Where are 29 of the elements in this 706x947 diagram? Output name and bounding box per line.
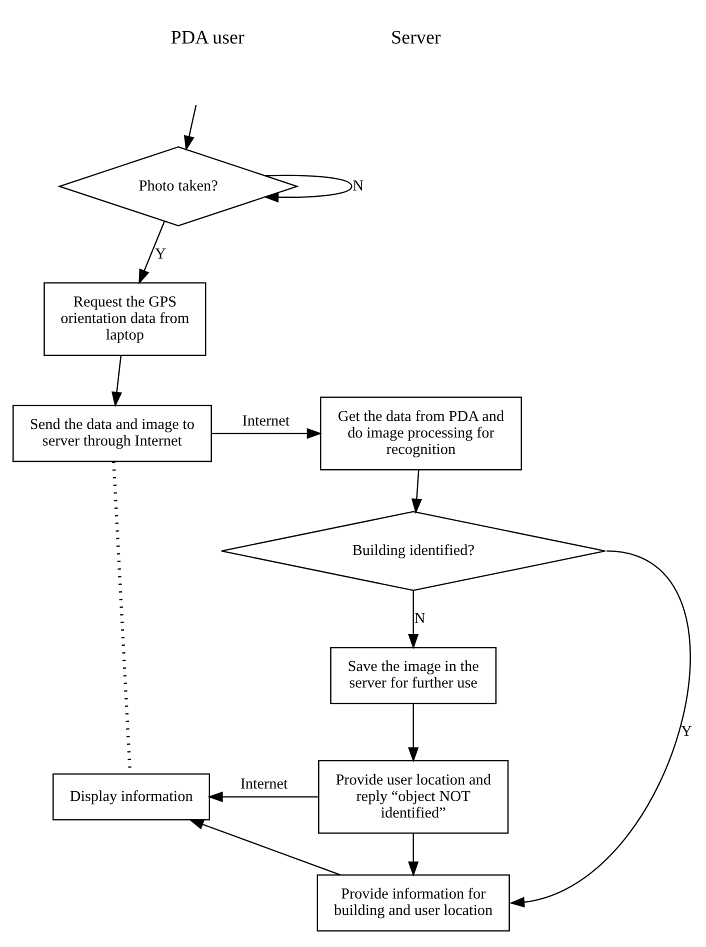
node-box: Provide user location and reply “object NOT identified” <box>318 760 509 834</box>
node-box: Send the data and image to server through Internet <box>12 404 212 462</box>
label: Server <box>391 27 441 48</box>
arrow <box>212 428 322 439</box>
arrow <box>408 590 419 650</box>
node-diamond: Building identified? <box>220 510 606 592</box>
edge-label: Internet <box>240 776 288 793</box>
arrow <box>138 221 165 285</box>
edge-label: Internet <box>242 412 290 430</box>
node-diamond: Photo taken? <box>57 146 300 226</box>
arrow <box>208 792 318 802</box>
arrow <box>112 356 122 408</box>
arrow <box>263 174 352 203</box>
arrow <box>408 833 419 877</box>
edge-label: Y <box>154 245 166 262</box>
node-box: Save the image in the server for further use <box>330 646 497 704</box>
node-box: Display information <box>52 773 210 820</box>
edge-label: N <box>414 610 426 627</box>
arrow <box>184 104 197 152</box>
node-box: Get the data from PDA and do image processing for recognition <box>320 396 522 470</box>
arrow <box>408 704 419 763</box>
arrow <box>411 470 422 514</box>
node-box: Request the GPS orientation data from laptop <box>44 282 206 356</box>
edge-label: Y <box>681 723 692 740</box>
label: PDA user <box>170 27 244 48</box>
arrow <box>509 550 690 908</box>
arrow <box>188 819 340 876</box>
node-box: Provide information for building and user location <box>316 874 510 932</box>
edge-label: N <box>352 177 364 194</box>
